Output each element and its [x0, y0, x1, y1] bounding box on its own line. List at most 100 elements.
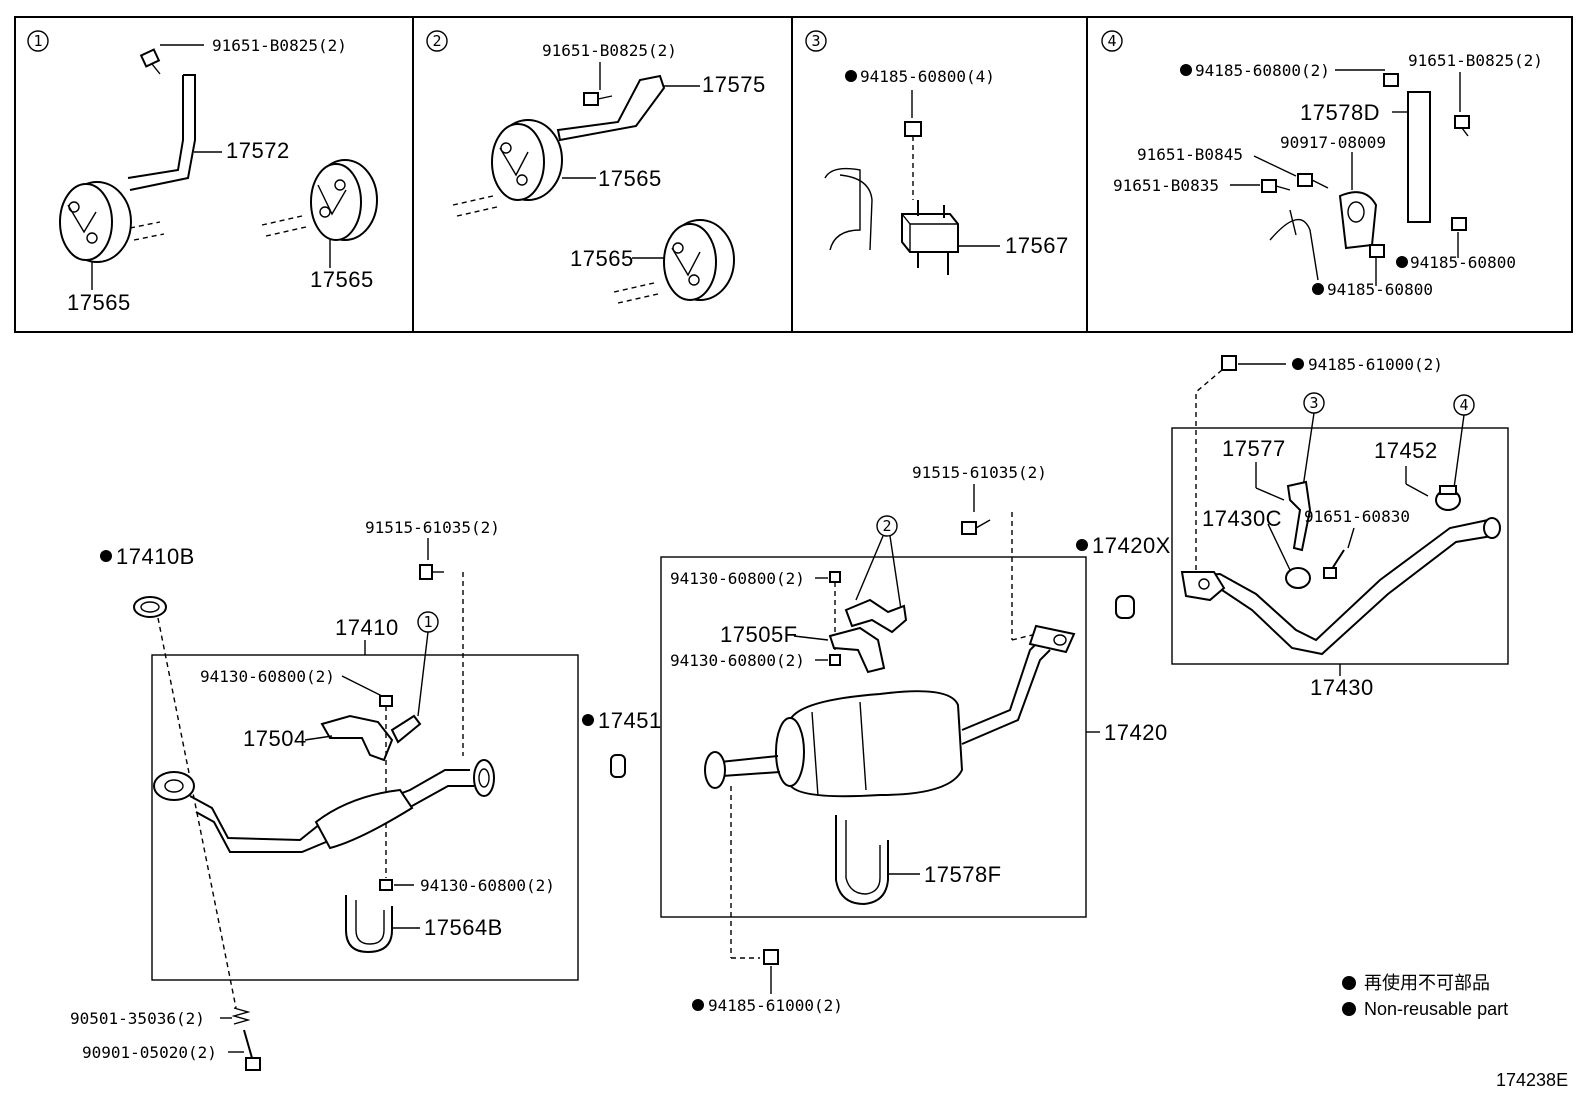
section-17430: 94185-61000(2) 3 4 17577 17452 17430C 91… — [1171, 355, 1509, 700]
nut-icon — [1383, 73, 1399, 87]
callout-1: 1 — [423, 613, 432, 631]
tailpipe-17430 — [1180, 517, 1501, 656]
hanger-17575 — [556, 74, 666, 142]
gasket-17410b — [133, 596, 167, 618]
top-panels-frame — [14, 16, 1573, 333]
panel-4-nut-right-label: 94185-60800 — [1410, 253, 1516, 272]
gasket-17451-label: 17451 — [598, 708, 662, 733]
panel-3: 3 94185-60800(4) 17567 — [805, 30, 1069, 275]
pipe-17410-label: 17410 — [335, 615, 399, 640]
non-reusable-mark — [845, 70, 857, 82]
panel-4-nut-bottom-label: 94185-60800 — [1327, 280, 1433, 299]
panel-1-hanger-label: 17572 — [226, 138, 290, 163]
nut-icon — [1221, 355, 1237, 371]
bracket-17505f — [828, 626, 886, 674]
nut-94185-61000-bottom-label: 94185-61000(2) — [708, 996, 843, 1015]
catalytic-pipe-17410 — [153, 759, 495, 853]
tailpipe-17430-label: 17430 — [1310, 675, 1374, 700]
panel-4-nut-top-label: 94185-60800(2) — [1195, 61, 1330, 80]
panel-4-bolt-top-label: 91651-B0825(2) — [1408, 51, 1543, 70]
nut-icon — [1369, 244, 1385, 258]
clamp-17452-label: 17452 — [1374, 438, 1438, 463]
nut-icon — [379, 879, 393, 891]
clamp-17564b-label: 17564B — [424, 915, 503, 940]
panel-3-mount-label: 17567 — [1005, 233, 1069, 258]
gasket-17410b-label: 17410B — [116, 544, 195, 569]
hanger-17572 — [129, 74, 196, 191]
nut-icon — [379, 695, 393, 707]
panel-2-insulator-bottom-label: 17565 — [570, 246, 634, 271]
panel-2: 2 91651-B0825(2) 17575 17565 17565 — [426, 30, 766, 304]
nut-94185-61000-top-label: 94185-61000(2) — [1308, 355, 1443, 374]
bolt-icon — [139, 48, 161, 75]
nut-icon — [829, 571, 841, 583]
panel-4-bolt-b0835-label: 91651-B0835 — [1113, 176, 1219, 195]
legend-en: Non-reusable part — [1364, 999, 1508, 1019]
panel-1-number: 1 — [33, 32, 42, 50]
non-reusable-mark — [1396, 256, 1408, 268]
panel-1: 1 91651-B0825(2) 17572 17565 — [27, 30, 378, 315]
non-reusable-mark — [1180, 64, 1192, 76]
panel-4-cushion-label: 90917-08009 — [1280, 133, 1386, 152]
bracket-17504-label: 17504 — [243, 726, 307, 751]
non-reusable-mark — [692, 999, 704, 1011]
legend-jp: 再使用不可部品 — [1364, 973, 1490, 993]
panel-3-nut-label: 94185-60800(4) — [860, 67, 995, 86]
legend: 再使用不可部品 Non-reusable part — [1342, 973, 1508, 1019]
spring-icon — [231, 1007, 251, 1025]
panel-4-number: 4 — [1107, 32, 1116, 50]
panel-1-insulator-right-label: 17565 — [310, 267, 374, 292]
nut-icon — [763, 949, 779, 965]
gasket-17451 — [610, 754, 626, 778]
section-17420: 91515-61035(2) 2 94130-60800(2) 17505F 9… — [660, 463, 1168, 1015]
part-17430c-label: 17430C — [1202, 506, 1282, 531]
bracket-17505f-label: 17505F — [720, 622, 798, 647]
bracket-17578d — [1407, 91, 1431, 223]
nut-94130-c-label: 94130-60800(2) — [670, 569, 805, 588]
insulator-bottom — [663, 219, 735, 301]
bolt-91515-left-label: 91515-61035(2) — [365, 518, 500, 537]
clamp-17452 — [1435, 485, 1461, 511]
non-reusable-mark — [1342, 976, 1356, 990]
bolt-icon — [1454, 115, 1470, 137]
nut-94130-d-label: 94130-60800(2) — [670, 651, 805, 670]
muffler-17420-label: 17420 — [1104, 720, 1168, 745]
muffler-17420 — [704, 624, 1076, 798]
panel-4: 4 94185-60800(2) 91651-B0825(2) 17578D 9… — [1101, 30, 1543, 299]
bolt-icon — [1297, 173, 1329, 189]
callout-4: 4 — [1459, 396, 1468, 414]
panel-4-bolt-b0845-label: 91651-B0845 — [1137, 145, 1243, 164]
figure-id: 174238E — [1496, 1070, 1568, 1090]
bolt-icon — [1323, 549, 1345, 579]
callout-3: 3 — [1309, 394, 1318, 412]
bolt-91651-60830-label: 91651-60830 — [1304, 507, 1410, 526]
gasket-17420x — [1115, 595, 1135, 619]
nut-icon — [829, 654, 841, 666]
clamp-17564b — [345, 895, 393, 954]
panel-2-bolt-label: 91651-B0825(2) — [542, 41, 677, 60]
panel-1-insulator-left-label: 17565 — [67, 290, 131, 315]
panel-2-insulator-top-label: 17565 — [598, 166, 662, 191]
gasket-17451-group: 17451 — [582, 708, 662, 778]
clamp-17578f-label: 17578F — [924, 862, 1002, 887]
panel-1-bolt-label: 91651-B0825(2) — [212, 36, 347, 55]
bolt-icon — [1261, 179, 1291, 193]
section-17410: 17410B 91515-61035(2) 17410 1 94130-6080… — [70, 518, 579, 1071]
gasket-17420x-label: 17420X — [1092, 533, 1171, 558]
nut-icon — [904, 121, 922, 137]
nut-94130-b-label: 94130-60800(2) — [420, 876, 555, 895]
panel-4-bracket-label: 17578D — [1300, 100, 1380, 125]
mount-17567 — [901, 200, 959, 275]
gasket-17420x-group: 17420X — [1076, 533, 1171, 619]
callout-2: 2 — [882, 517, 891, 535]
non-reusable-mark — [1312, 283, 1324, 295]
bolt-91515-right-label: 91515-61035(2) — [912, 463, 1047, 482]
panel-2-hanger-label: 17575 — [702, 72, 766, 97]
cushion-90917 — [1338, 191, 1378, 250]
insulator-right — [310, 159, 378, 241]
non-reusable-mark — [582, 714, 594, 726]
non-reusable-mark — [1076, 539, 1088, 551]
bracket-17577 — [1286, 480, 1312, 552]
